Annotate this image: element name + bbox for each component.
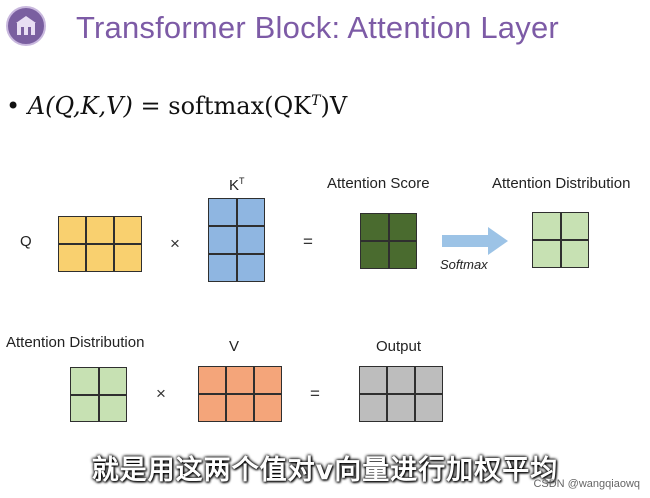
- score-cell: [360, 241, 389, 269]
- attention-score-matrix: [360, 213, 417, 269]
- output-cell: [387, 366, 415, 394]
- output-cell: [415, 366, 443, 394]
- v-cell: [198, 366, 226, 394]
- kt-label: KT: [229, 176, 245, 194]
- q-label: Q: [20, 233, 32, 250]
- formula-equals: =: [140, 92, 161, 120]
- dist2-cell: [70, 394, 99, 422]
- v-cell: [226, 394, 254, 422]
- softmax-arrow-shape: [442, 227, 508, 255]
- v-cell: [254, 394, 282, 422]
- q-cell: [58, 216, 86, 244]
- kt-cell: [208, 198, 237, 226]
- attention-formula: • A(Q,K,V) = softmax(QKT)V: [6, 92, 347, 120]
- v-cell: [254, 366, 282, 394]
- output-matrix: [359, 366, 443, 422]
- equals-sign-2: =: [310, 384, 320, 403]
- times-sign-2: ×: [156, 384, 166, 403]
- output-cell: [359, 366, 387, 394]
- dist2-cell: [98, 394, 127, 422]
- dist-cell: [560, 240, 589, 268]
- arrow-right-icon: [442, 227, 508, 255]
- dist2-cell: [70, 367, 99, 395]
- equals-sign: =: [303, 232, 313, 251]
- score-cell: [360, 213, 389, 241]
- csdn-watermark: CSDN @wangqiaowq: [533, 478, 640, 490]
- q-cell: [114, 216, 142, 244]
- kt-label-sup: T: [239, 176, 245, 186]
- kt-label-text: K: [229, 177, 240, 194]
- q-cell: [86, 216, 114, 244]
- output-cell: [415, 394, 443, 422]
- dist-cell: [532, 240, 561, 268]
- output-cell: [387, 394, 415, 422]
- q-cell: [58, 244, 86, 272]
- kt-cell: [208, 226, 237, 254]
- formula-rhs: )V: [320, 92, 348, 120]
- kt-cell: [208, 254, 237, 282]
- output-label: Output: [376, 338, 422, 355]
- score-cell: [388, 241, 417, 269]
- softmax-label: Softmax: [440, 257, 488, 272]
- dist-cell: [532, 212, 561, 240]
- formula-bullet: •: [6, 92, 21, 120]
- v-cell: [226, 366, 254, 394]
- kt-matrix: [208, 198, 265, 282]
- attention-score-label: Attention Score: [327, 175, 430, 192]
- university-logo-icon: [6, 6, 46, 46]
- slide-title: Transformer Block: Attention Layer: [76, 10, 559, 45]
- kt-cell: [236, 198, 265, 226]
- v-label: V: [229, 338, 240, 355]
- attention-distribution-label-2: Attention Distribution: [6, 334, 145, 351]
- attention-distribution-matrix: [532, 212, 589, 268]
- dist-cell: [560, 212, 589, 240]
- video-subtitle: 就是用这两个值对v向量进行加权平均: [91, 455, 559, 486]
- q-cell: [86, 244, 114, 272]
- kt-cell: [236, 226, 265, 254]
- formula-lhs: A(Q,K,V): [27, 92, 133, 120]
- kt-cell: [236, 254, 265, 282]
- formula-fn: softmax(QK: [168, 92, 312, 120]
- attention-distribution-label: Attention Distribution: [492, 175, 631, 192]
- dist2-cell: [98, 367, 127, 395]
- v-cell: [198, 394, 226, 422]
- v-matrix: [198, 366, 282, 422]
- q-matrix: [58, 216, 142, 272]
- formula-sup: T: [311, 93, 321, 109]
- output-cell: [359, 394, 387, 422]
- score-cell: [388, 213, 417, 241]
- attention-distribution-matrix-2: [70, 367, 127, 422]
- q-cell: [114, 244, 142, 272]
- times-sign: ×: [170, 234, 180, 253]
